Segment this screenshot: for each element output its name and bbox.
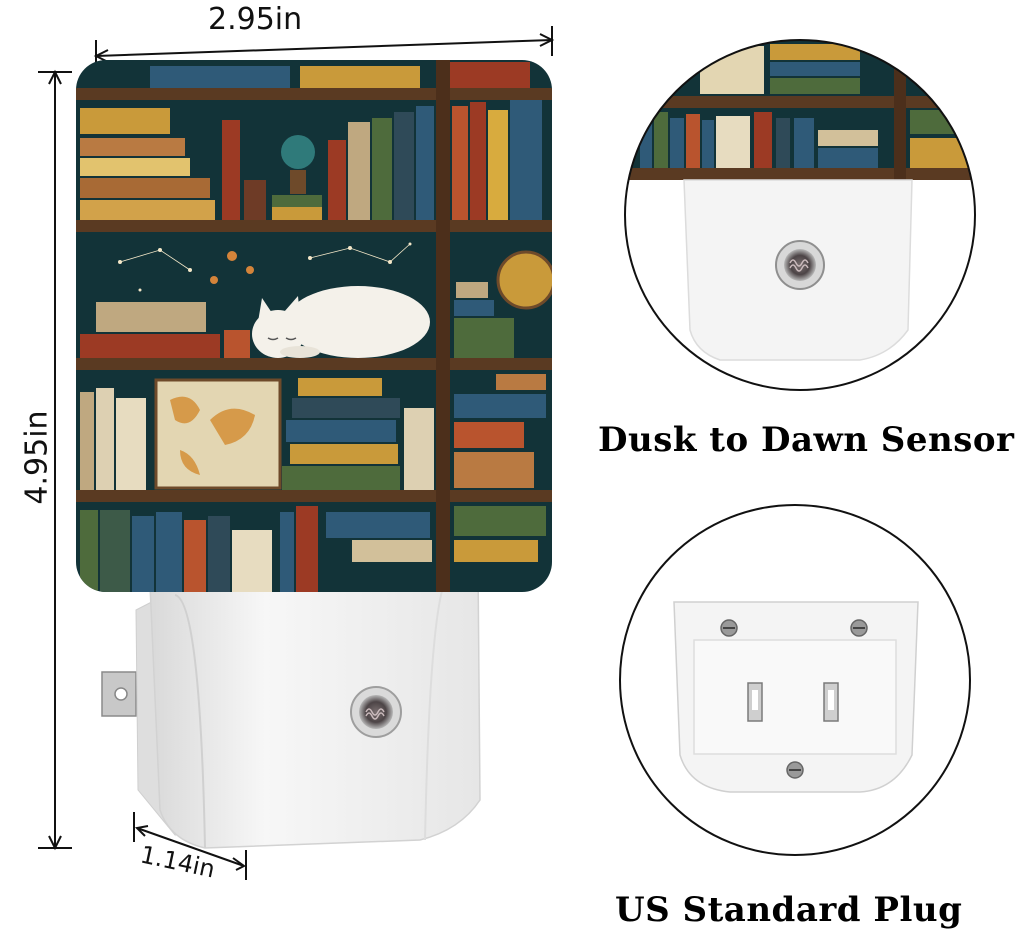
- screw-icon: [786, 761, 804, 779]
- sensor-detail-callout: [624, 39, 976, 391]
- plug-detail-callout: [619, 504, 971, 856]
- width-dimension-label: 2.95in: [208, 2, 303, 37]
- screw-icon: [850, 619, 868, 637]
- bookshelf-art-panel: [76, 60, 552, 592]
- height-dimension-label: 4.95in: [19, 410, 55, 505]
- two-prong-plug-icon: [747, 682, 839, 722]
- sleeping-cat: [252, 286, 430, 358]
- sensor-detail-icon: [775, 240, 825, 290]
- sensor-caption: Dusk to Dawn Sensor: [598, 420, 1015, 460]
- depth-dimension-line: [133, 812, 247, 880]
- height-dimension-line: [38, 69, 72, 851]
- width-dimension-line: [93, 26, 555, 72]
- light-sensor-icon: [350, 686, 402, 738]
- plug-caption: US Standard Plug: [615, 890, 963, 930]
- night-light-housing: [101, 564, 481, 849]
- screw-icon: [720, 619, 738, 637]
